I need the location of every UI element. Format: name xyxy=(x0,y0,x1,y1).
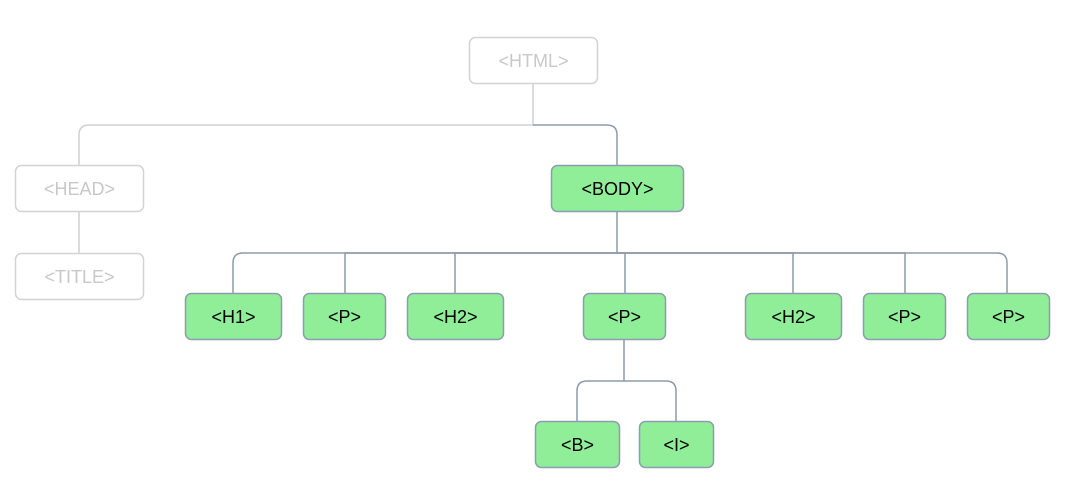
node-label: <B> xyxy=(561,435,594,455)
edge-html-head xyxy=(78,124,533,165)
node-p3: <P> xyxy=(862,292,947,341)
node-h2a: <H2> xyxy=(406,292,505,341)
node-box xyxy=(638,420,715,469)
node-label: <P> xyxy=(328,307,361,327)
node-label: <P> xyxy=(608,307,641,327)
tree-edges xyxy=(78,83,1008,421)
edge-body-h2a xyxy=(454,252,617,293)
edge-body-h1 xyxy=(232,252,617,293)
node-box xyxy=(550,164,685,213)
node-p4: <P> xyxy=(966,292,1051,341)
node-label: <HTML> xyxy=(498,51,568,71)
node-i: <I> xyxy=(638,420,715,469)
node-box xyxy=(744,292,843,341)
node-box xyxy=(302,292,387,341)
edge-body-p4 xyxy=(617,252,1008,293)
node-label: <HEAD> xyxy=(44,179,115,199)
tree-nodes: <HTML> <HEAD> <TITLE> <BODY> <H1> <P> <H2> <P> <… xyxy=(14,36,1051,469)
node-h1: <H1> xyxy=(184,292,283,341)
node-body: <BODY> xyxy=(550,164,685,213)
node-label: <BODY> xyxy=(581,179,653,199)
edge-p2-i xyxy=(624,380,677,421)
node-box xyxy=(534,420,621,469)
edge-body-h2b xyxy=(617,252,794,293)
edge-body-p3 xyxy=(617,252,906,293)
edge-body-p2 xyxy=(617,252,626,293)
node-p2: <P> xyxy=(582,292,667,341)
node-title: <TITLE> xyxy=(14,252,145,301)
node-label: <I> xyxy=(663,435,689,455)
node-box xyxy=(862,292,947,341)
node-box xyxy=(14,252,145,301)
node-label: <P> xyxy=(992,307,1025,327)
node-box xyxy=(406,292,505,341)
node-box xyxy=(184,292,283,341)
node-html: <HTML> xyxy=(468,36,599,85)
node-label: <H2> xyxy=(771,307,815,327)
node-label: <H2> xyxy=(433,307,477,327)
edge-body-p1 xyxy=(344,252,617,293)
node-box xyxy=(468,36,599,85)
node-p1: <P> xyxy=(302,292,387,341)
node-label: <TITLE> xyxy=(44,267,114,287)
node-label: <H1> xyxy=(211,307,255,327)
node-box xyxy=(14,164,145,213)
node-box xyxy=(582,292,667,341)
node-box xyxy=(966,292,1051,341)
edge-html-body xyxy=(533,124,618,165)
node-h2b: <H2> xyxy=(744,292,843,341)
node-head: <HEAD> xyxy=(14,164,145,213)
node-label: <P> xyxy=(888,307,921,327)
node-b: <B> xyxy=(534,420,621,469)
edge-p2-b xyxy=(576,380,624,421)
